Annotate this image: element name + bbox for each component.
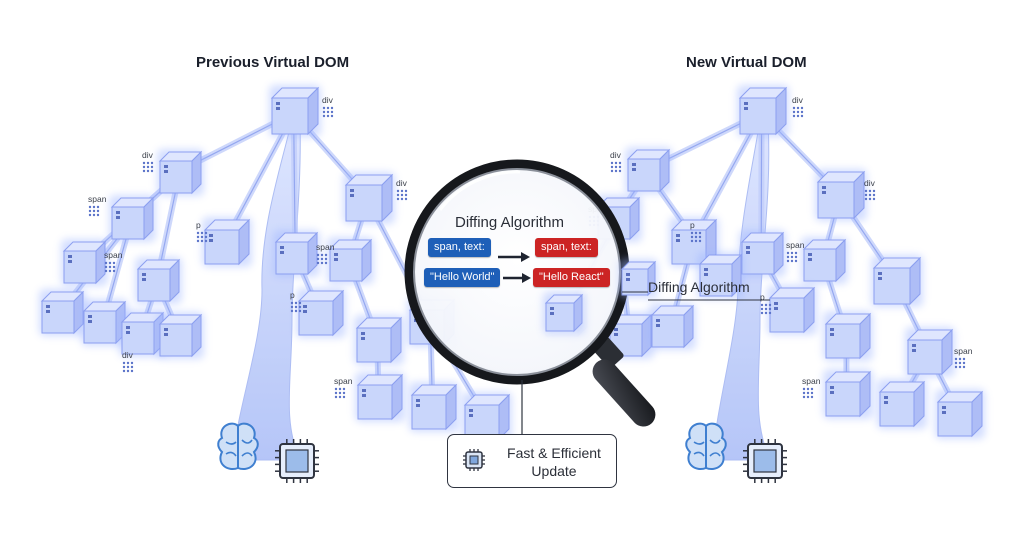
- brain-icon: [218, 424, 258, 469]
- node-tag-label: span: [954, 346, 973, 356]
- dom-node: [202, 217, 252, 267]
- node-tag-label: span: [104, 250, 123, 260]
- chip-icon: [275, 439, 319, 483]
- node-tag-label: span: [802, 376, 821, 386]
- chip-icon: [743, 439, 787, 483]
- dom-node: [135, 257, 182, 304]
- node-meta-dots: [317, 254, 327, 264]
- before-text-pill: "Hello World": [424, 268, 500, 287]
- new-virtual-dom-title: New Virtual DOM: [686, 54, 807, 71]
- node-tag-label: p: [196, 220, 201, 230]
- dom-node: [767, 285, 817, 335]
- dom-node: [543, 292, 585, 334]
- node-tag-label: p: [690, 220, 695, 230]
- node-tag-label: div: [396, 178, 408, 188]
- after-tag-pill: span, text:: [535, 238, 598, 257]
- node-meta-dots: [335, 388, 345, 398]
- node-meta-dots: [611, 162, 621, 172]
- lens-handle: [588, 355, 661, 432]
- node-meta-dots: [89, 206, 99, 216]
- dom-node: [801, 237, 848, 284]
- dom-node: [296, 288, 346, 338]
- node-tag-label: div: [610, 150, 622, 160]
- chip-icon: [462, 448, 486, 472]
- node-tag-label: div: [864, 178, 876, 188]
- node-tag-label: div: [122, 350, 134, 360]
- diffing-callout-label: Diffing Algorithm: [648, 279, 750, 295]
- dom-node: [737, 85, 789, 137]
- dom-node: [157, 312, 204, 359]
- node-meta-dots: [761, 304, 771, 314]
- node-meta-dots: [105, 262, 115, 272]
- node-meta-dots: [803, 388, 813, 398]
- dom-node: [823, 311, 873, 361]
- fast-update-text: Fast & Efficient Update: [498, 444, 610, 480]
- lens-diffing-title: Diffing Algorithm: [455, 214, 564, 231]
- fast-update-box: Fast & Efficient Update: [447, 434, 617, 488]
- node-tag-label: div: [792, 95, 804, 105]
- node-meta-dots: [955, 358, 965, 368]
- after-text-pill: "Hello React": [533, 268, 610, 287]
- node-tag-label: span: [786, 240, 805, 250]
- dom-node: [343, 172, 395, 224]
- before-tag-pill: span, text:: [428, 238, 491, 257]
- node-meta-dots: [143, 162, 153, 172]
- dom-node: [823, 369, 873, 419]
- dom-node: [871, 255, 923, 307]
- dom-node: [877, 379, 927, 429]
- dom-node: [409, 382, 459, 432]
- node-meta-dots: [691, 232, 701, 242]
- brain-icon: [686, 424, 726, 469]
- dom-node: [61, 239, 108, 286]
- fast-update-line1: Fast & Efficient: [498, 444, 610, 462]
- dom-node: [739, 230, 786, 277]
- node-tag-label: div: [142, 150, 154, 160]
- node-tag-label: span: [316, 242, 335, 252]
- node-meta-dots: [793, 107, 803, 117]
- node-tag-label: span: [88, 194, 107, 204]
- dom-node: [649, 303, 696, 350]
- node-tag-label: p: [290, 290, 295, 300]
- node-meta-dots: [197, 232, 207, 242]
- dom-node: [39, 289, 86, 336]
- dom-node: [157, 149, 204, 196]
- dom-node: [935, 389, 985, 439]
- node-meta-dots: [323, 107, 333, 117]
- node-meta-dots: [397, 190, 407, 200]
- dom-node: [905, 327, 955, 377]
- dom-node: [355, 372, 405, 422]
- dom-node: [109, 195, 156, 242]
- dom-node: [354, 315, 404, 365]
- node-meta-dots: [865, 190, 875, 200]
- dom-node: [269, 85, 321, 137]
- previous-virtual-dom-title: Previous Virtual DOM: [196, 54, 349, 71]
- dom-node: [273, 230, 320, 277]
- node-tag-label: div: [322, 95, 334, 105]
- node-meta-dots: [291, 302, 301, 312]
- dom-node: [815, 169, 867, 221]
- node-meta-dots: [123, 362, 133, 372]
- node-meta-dots: [787, 252, 797, 262]
- dom-node: [625, 147, 672, 194]
- fast-update-line2: Update: [498, 462, 610, 480]
- node-tag-label: span: [334, 376, 353, 386]
